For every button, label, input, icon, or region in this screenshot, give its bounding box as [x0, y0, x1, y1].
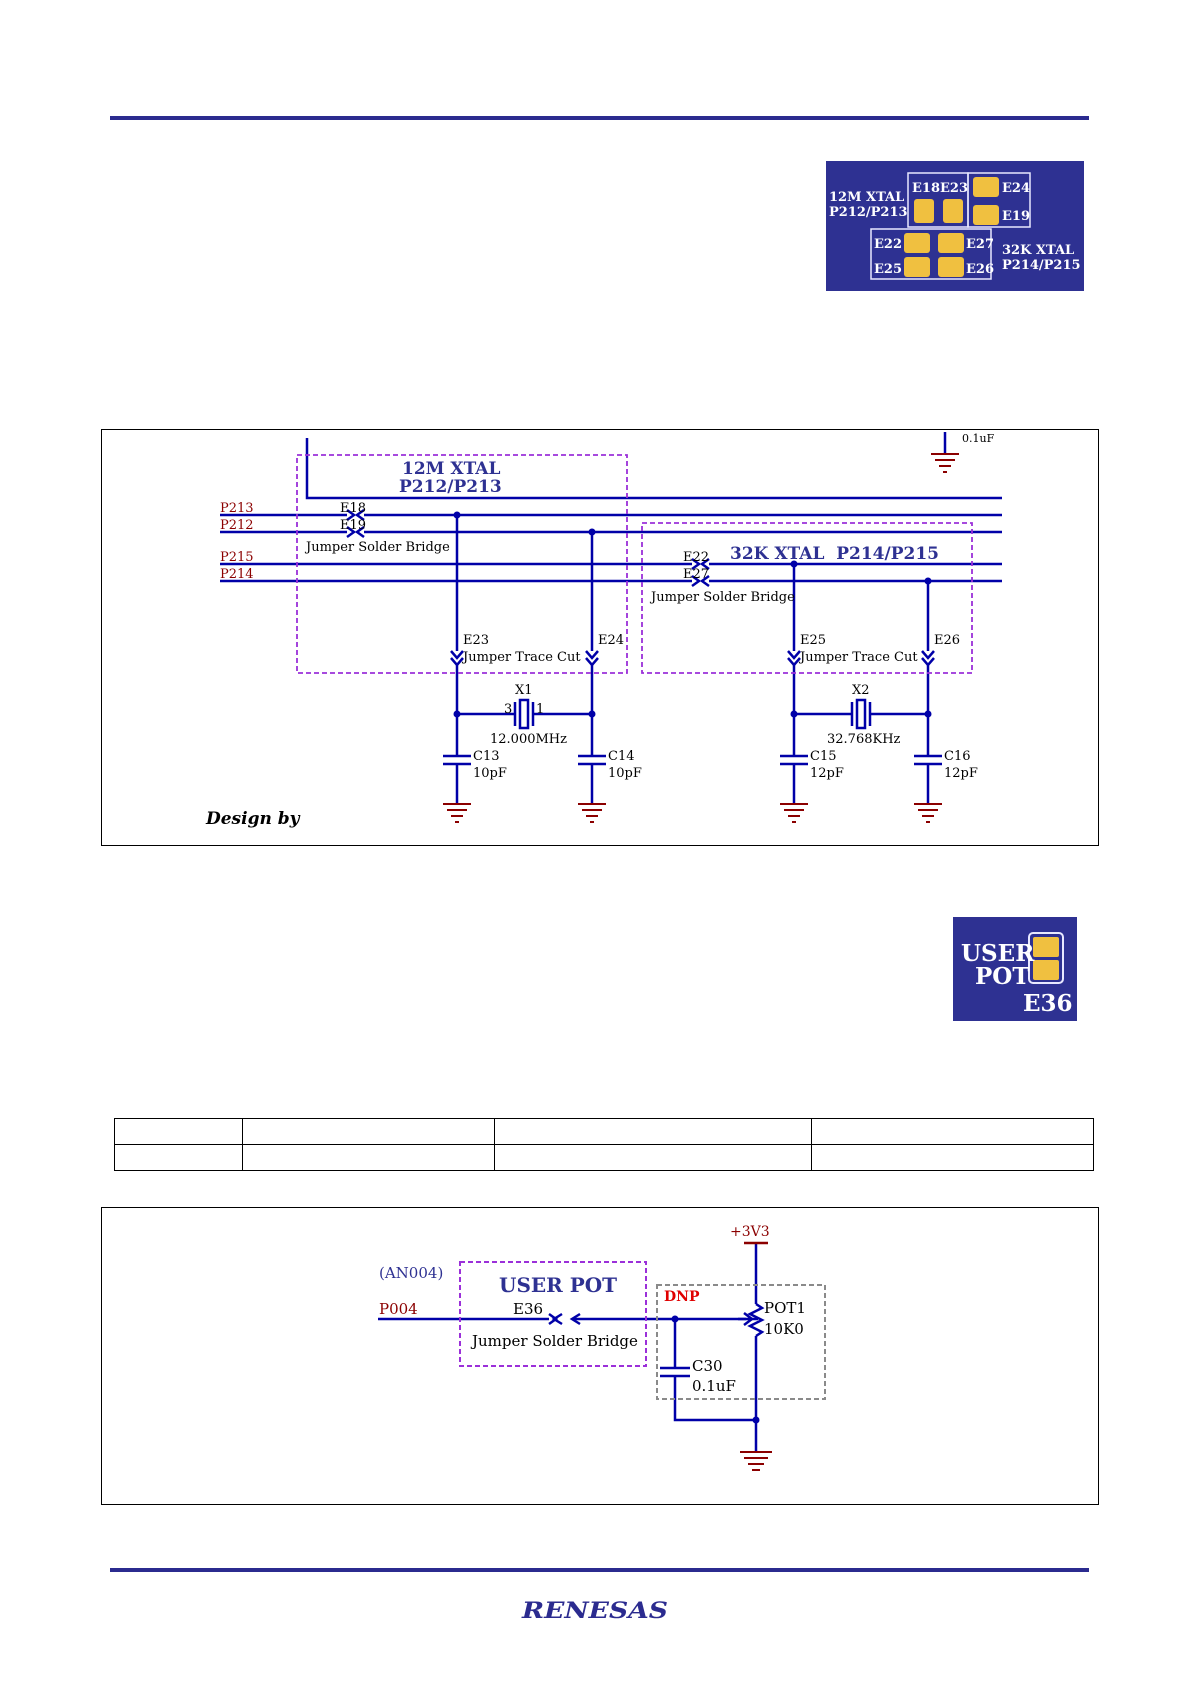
table-cell [241, 1118, 495, 1145]
net-label: P212 [220, 518, 254, 533]
trace-cut-label: E25 [800, 633, 826, 648]
bridge-caption: Jumper Solder Bridge [470, 1332, 638, 1350]
cap-ref: C16 [944, 749, 971, 764]
crystal-pin: 3 [504, 702, 512, 717]
design-by-label: Design by [205, 809, 301, 829]
table-cell [811, 1144, 1094, 1171]
table-cell [493, 1118, 813, 1145]
bridge-label: E22 [683, 550, 709, 565]
dnp-label: DNP [664, 1289, 700, 1305]
trace-cut-label: E24 [598, 633, 624, 648]
header-rule [110, 116, 1089, 120]
trace-cut-label: E23 [463, 633, 489, 648]
cap-value: 0.1uF [692, 1377, 736, 1395]
crystal-value: 12.000MHz [490, 732, 567, 747]
trace-cut-caption: Jumper Trace Cut [798, 650, 918, 665]
partial-cap-label: 0.1uF [962, 432, 995, 445]
bridge-caption: Jumper Solder Bridge [304, 540, 450, 555]
pad-label: E19 [1002, 209, 1030, 224]
cap-ref: C30 [692, 1357, 723, 1375]
crystal-ref: X2 [852, 683, 870, 698]
xtal-schematic-frame: 12M XTAL P212/P213 32K XTAL P214/P215 0.… [101, 429, 1099, 846]
bridge-label: E36 [513, 1300, 543, 1318]
pot-photo-line2: POT [975, 963, 1029, 990]
table-row [114, 1144, 1094, 1171]
net-label: P215 [220, 550, 254, 565]
logo-text: RENESAS [521, 1598, 668, 1624]
pot-schematic-frame: (AN004) USER POT DNP +3V3 P004 E36 Jumpe… [101, 1207, 1099, 1505]
cap-ref: C14 [608, 749, 635, 764]
pot-value: 10K0 [764, 1320, 804, 1338]
cap-value: 12pF [944, 766, 978, 781]
photo-32k-line2: P214/P215 [1002, 258, 1081, 273]
table-cell [493, 1144, 813, 1171]
trace-cut-caption: Jumper Trace Cut [461, 650, 581, 665]
pot-ref: POT1 [764, 1299, 806, 1317]
cap-ref: C13 [473, 749, 500, 764]
photo-12m-line1: 12M XTAL [829, 190, 904, 205]
crystal-pin: 1 [536, 702, 544, 717]
crystal-value: 32.768KHz [827, 732, 901, 747]
cap-value: 12pF [810, 766, 844, 781]
trace-cut-label: E26 [934, 633, 960, 648]
table-cell [811, 1118, 1094, 1145]
bridge-label: E19 [340, 518, 366, 533]
user-pot-photo: USER POT E36 [953, 917, 1077, 1021]
pad-label: E25 [874, 262, 902, 277]
renesas-logo: RENESAS [521, 1598, 668, 1624]
bridge-label: E27 [683, 567, 709, 582]
pad-label: E24 [1002, 181, 1030, 196]
supply-label: +3V3 [730, 1224, 770, 1240]
net-label: P004 [379, 1300, 418, 1318]
analog-channel-label: (AN004) [379, 1264, 443, 1282]
pad-label: E27 [966, 237, 994, 252]
table-cell [114, 1118, 243, 1145]
net-label: P213 [220, 501, 254, 516]
net-label: P214 [220, 567, 254, 582]
bridge-label: E18 [340, 501, 366, 516]
pad-label: E18 [912, 181, 940, 196]
pot-photo-pad: E36 [1023, 990, 1073, 1017]
photo-32k-line1: 32K XTAL [1002, 243, 1074, 258]
footer-rule [110, 1568, 1089, 1572]
pad-label: E26 [966, 262, 994, 277]
group-32k-title: 32K XTAL P214/P215 [730, 544, 939, 564]
pad-label: E22 [874, 237, 902, 252]
pot-group-title: USER POT [499, 1273, 617, 1297]
table-row [114, 1118, 1094, 1145]
pot-schematic: (AN004) USER POT DNP +3V3 P004 E36 Jumpe… [378, 1224, 826, 1471]
table-cell [241, 1144, 495, 1171]
table-cell [114, 1144, 243, 1171]
photo-12m-line2: P212/P213 [829, 205, 908, 220]
cap-value: 10pF [473, 766, 507, 781]
cap-value: 10pF [608, 766, 642, 781]
pad-label: E23 [940, 181, 968, 196]
xtal-schematic: 12M XTAL P212/P213 32K XTAL P214/P215 0.… [205, 432, 1002, 829]
group-12m-title: 12M XTAL [402, 459, 500, 479]
crystal-ref: X1 [515, 683, 533, 698]
cap-ref: C15 [810, 749, 837, 764]
empty-table [114, 1118, 1094, 1171]
xtal-board-photo: 12M XTAL P212/P213 32K XTAL P214/P215 E1… [826, 161, 1084, 291]
group-12m-subtitle: P212/P213 [399, 477, 502, 497]
bridge-caption: Jumper Solder Bridge [649, 590, 795, 605]
pot-photo-line1: USER [961, 940, 1035, 967]
